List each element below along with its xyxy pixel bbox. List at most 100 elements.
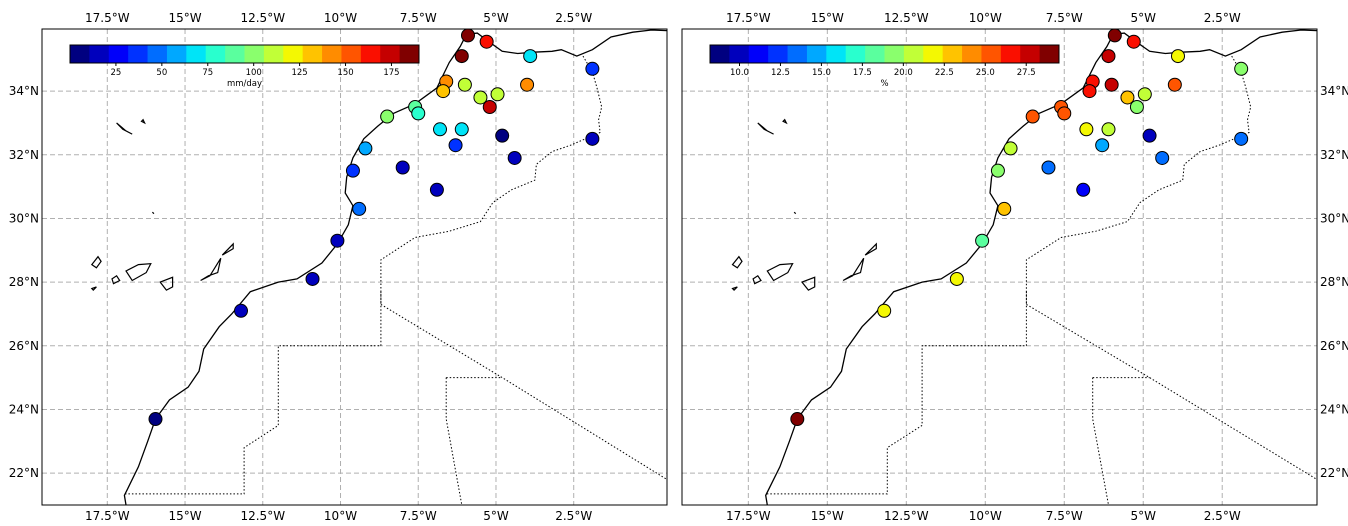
colorbar-tick-label: 75 bbox=[202, 68, 213, 78]
colorbar-segment bbox=[147, 45, 168, 63]
map-area bbox=[42, 29, 667, 505]
colorbar-segment bbox=[283, 45, 304, 63]
colorbar-segment bbox=[826, 45, 847, 63]
lon-tick-label-bottom: 2.5°W bbox=[1204, 509, 1241, 522]
colorbar-tick-label: 50 bbox=[156, 68, 167, 78]
lon-tick-label-bottom: 12.5°W bbox=[240, 509, 285, 522]
lon-tick-label-top: 12.5°W bbox=[884, 11, 929, 25]
island-outline bbox=[801, 276, 816, 291]
lat-tick-label: 34°N bbox=[9, 84, 39, 98]
colorbar-segment bbox=[1000, 45, 1021, 63]
station-marker bbox=[1155, 150, 1170, 165]
colorbar-tick-label: 10.0 bbox=[730, 68, 749, 78]
station-marker bbox=[380, 109, 395, 124]
lon-tick-label-bottom: 5°W bbox=[1130, 509, 1156, 522]
colorbar-tick-label: 17.5 bbox=[853, 68, 872, 78]
colorbar-tick-label: 27.5 bbox=[1017, 68, 1036, 78]
station-marker bbox=[448, 138, 463, 153]
station-marker bbox=[1101, 49, 1116, 64]
colorbar-segment bbox=[1020, 45, 1041, 63]
lon-tick-label-bottom: 10°W bbox=[324, 509, 357, 522]
lon-tick-label-bottom: 12.5°W bbox=[884, 509, 929, 522]
colorbar-segment bbox=[360, 45, 381, 63]
station-marker bbox=[395, 160, 410, 175]
colorbar-tick-label: 15.0 bbox=[812, 68, 831, 78]
colorbar-segment bbox=[806, 45, 827, 63]
colorbar-frame bbox=[69, 44, 420, 64]
map-panel-left: 17.5°W17.5°W15°W15°W12.5°W12.5°W10°W10°W… bbox=[9, 11, 668, 523]
lat-tick-label: 22°N bbox=[1320, 466, 1348, 480]
colorbar-segment bbox=[166, 45, 187, 63]
colorbar-segment bbox=[302, 45, 323, 63]
lon-tick-label-top: 7.5°W bbox=[1046, 11, 1083, 25]
station-marker bbox=[975, 233, 990, 248]
lat-tick-label: 24°N bbox=[9, 402, 39, 416]
island-outline bbox=[125, 263, 152, 282]
station-marker bbox=[1104, 77, 1119, 92]
station-marker bbox=[1107, 29, 1122, 43]
country-border bbox=[380, 303, 667, 480]
map-frame bbox=[41, 28, 668, 506]
station-marker bbox=[585, 131, 600, 146]
island-outline bbox=[151, 211, 155, 215]
station-marker bbox=[429, 182, 444, 197]
station-marker bbox=[1025, 109, 1040, 124]
station-marker bbox=[460, 29, 475, 43]
coastline bbox=[123, 29, 667, 505]
lon-tick-label-top: 5°W bbox=[1130, 11, 1156, 25]
colorbar-frame bbox=[709, 44, 1060, 64]
station-marker bbox=[520, 77, 535, 92]
colorbar-segment bbox=[729, 45, 750, 63]
colorbar-segment bbox=[341, 45, 362, 63]
island-outline bbox=[111, 274, 121, 285]
station-marker bbox=[411, 106, 426, 121]
colorbar-tick-label: 22.5 bbox=[935, 68, 954, 78]
station-marker bbox=[949, 271, 964, 286]
island-outline bbox=[752, 274, 762, 285]
lon-tick-label-bottom: 17.5°W bbox=[85, 509, 130, 522]
lon-tick-label-top: 5°W bbox=[483, 11, 509, 25]
station-marker bbox=[473, 90, 488, 105]
lat-tick-label: 30°N bbox=[9, 211, 39, 225]
colorbar-segment bbox=[923, 45, 944, 63]
island-outline bbox=[782, 118, 788, 125]
lat-tick-label: 32°N bbox=[1320, 148, 1348, 162]
colorbar-segment bbox=[748, 45, 769, 63]
lon-tick-label-top: 17.5°W bbox=[726, 11, 771, 25]
lon-tick-label-top: 15°W bbox=[811, 11, 844, 25]
country-border bbox=[1026, 303, 1317, 480]
island-outline bbox=[793, 211, 797, 215]
island-outline bbox=[200, 257, 222, 282]
station-marker bbox=[305, 271, 320, 286]
lon-tick-label-top: 2.5°W bbox=[555, 11, 592, 25]
lon-tick-label-top: 2.5°W bbox=[1204, 11, 1241, 25]
station-marker bbox=[457, 77, 472, 92]
station-marker bbox=[1041, 160, 1056, 175]
station-marker bbox=[1082, 84, 1097, 99]
station-marker bbox=[1057, 106, 1072, 121]
station-marker bbox=[1142, 128, 1157, 143]
station-marker bbox=[877, 303, 892, 318]
lon-tick-label-bottom: 2.5°W bbox=[555, 509, 592, 522]
station-marker bbox=[234, 303, 249, 318]
station-marker bbox=[523, 49, 538, 64]
colorbar-tick-label: 100 bbox=[246, 68, 262, 78]
colorbar-label: % bbox=[880, 79, 888, 89]
island-outline bbox=[842, 257, 865, 282]
lat-tick-label: 32°N bbox=[9, 148, 39, 162]
colorbar-segment bbox=[186, 45, 207, 63]
lat-tick-label: 34°N bbox=[1320, 84, 1348, 98]
station-marker bbox=[490, 87, 505, 102]
lon-tick-label-bottom: 15°W bbox=[811, 509, 844, 522]
station-marker bbox=[436, 84, 451, 99]
colorbar-segment bbox=[244, 45, 265, 63]
colorbar-segment bbox=[903, 45, 924, 63]
lon-tick-label-top: 12.5°W bbox=[240, 11, 285, 25]
lon-tick-label-bottom: 17.5°W bbox=[726, 509, 771, 522]
country-border bbox=[124, 291, 382, 495]
island-outline bbox=[766, 263, 794, 282]
station-marker bbox=[990, 163, 1005, 178]
colorbar-tick-label: 20.0 bbox=[894, 68, 913, 78]
lat-tick-label: 26°N bbox=[1320, 339, 1348, 353]
